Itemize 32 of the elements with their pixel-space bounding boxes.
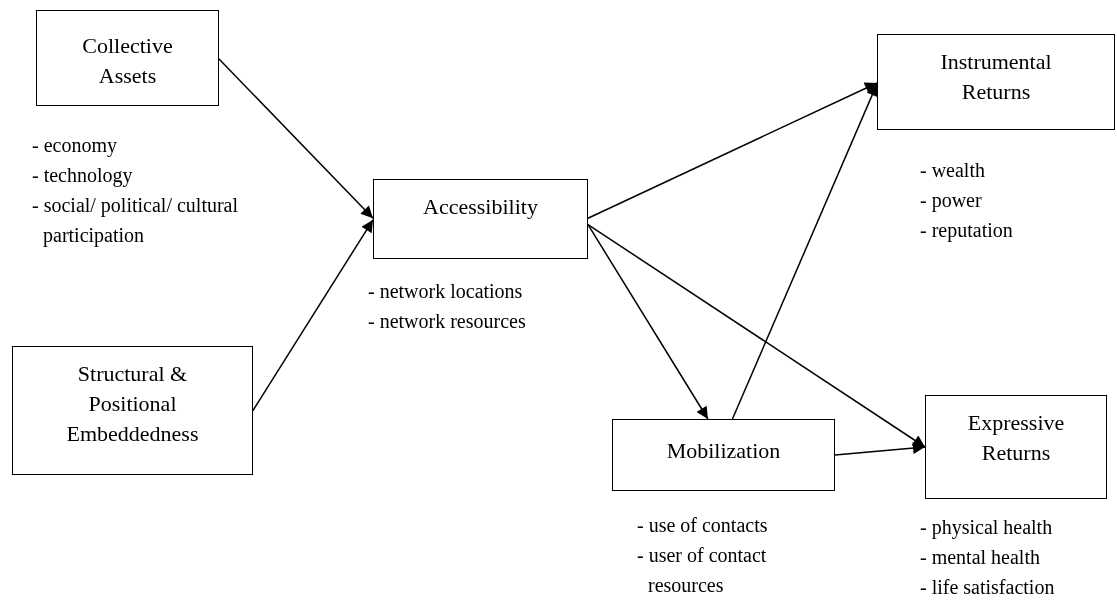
arrow bbox=[252, 219, 374, 412]
arrow bbox=[587, 82, 878, 219]
bullet-item: - wealth bbox=[920, 158, 986, 183]
bullet-item: - reputation bbox=[920, 218, 1014, 244]
concept-box bbox=[925, 395, 1107, 499]
bullet-item: - power bbox=[920, 188, 983, 214]
concept-box bbox=[373, 179, 588, 259]
concept-box bbox=[612, 419, 835, 491]
arrow bbox=[587, 223, 926, 448]
concept-box bbox=[12, 346, 253, 475]
box-label: Mobilization bbox=[666, 437, 781, 465]
bullet-item: - mental health bbox=[920, 545, 1041, 570]
box-label: Accessibility bbox=[423, 193, 538, 221]
arrow bbox=[834, 442, 926, 456]
box-label: Structural & Positional Embeddedness bbox=[65, 360, 200, 448]
arrow bbox=[218, 58, 374, 219]
bullet-item: - economy bbox=[32, 133, 118, 159]
bullet-item: - life satisfaction bbox=[920, 575, 1056, 600]
bullet-item: - network resources bbox=[368, 309, 527, 334]
arrow bbox=[587, 223, 709, 420]
bullet-item: - physical health bbox=[920, 515, 1054, 541]
box-label: Collective Assets bbox=[81, 32, 174, 90]
concept-box bbox=[36, 10, 219, 106]
bullet-item: - social/ political/ cultural participation bbox=[32, 193, 240, 249]
box-label: Expressive Returns bbox=[966, 409, 1066, 467]
bullet-item: - use of contacts bbox=[637, 513, 769, 538]
bullet-item: - technology bbox=[32, 163, 134, 189]
box-label: Instrumental Returns bbox=[939, 48, 1053, 106]
bullet-item: - user of contact resources bbox=[637, 543, 768, 598]
concept-box bbox=[877, 34, 1115, 130]
arrow bbox=[731, 83, 878, 420]
bullet-item: - network locations bbox=[368, 279, 524, 304]
